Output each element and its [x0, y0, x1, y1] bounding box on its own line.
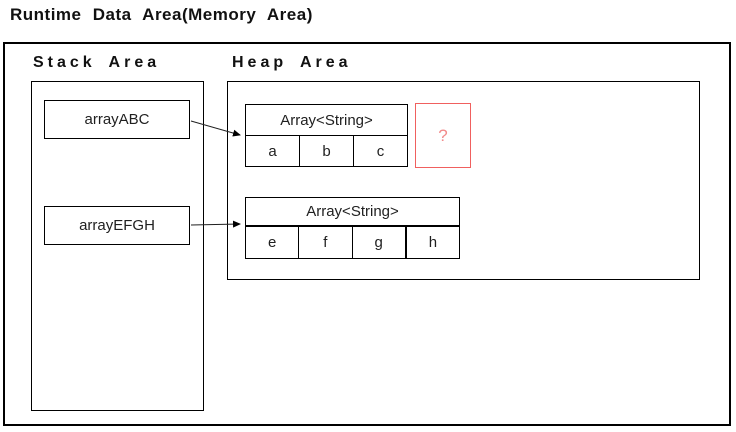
runtime-data-area-box [3, 42, 731, 426]
heap-area-label: Heap Area [232, 54, 352, 71]
heap-array-abc: Array<String> a b c [245, 104, 408, 167]
unknown-reference-box: ? [415, 103, 471, 168]
array-efgh-cell-0: e [267, 234, 277, 251]
stack-area-box [31, 81, 204, 411]
stack-area-label: Stack Area [33, 54, 161, 71]
array-efgh-cell-3: h [404, 227, 459, 258]
stack-variable-arrayEFGH: arrayEFGH [44, 206, 190, 245]
array-abc-cell-1: b [299, 136, 353, 166]
array-abc-type-header: Array<String> [246, 105, 407, 136]
array-efgh-cell-2: g [351, 227, 405, 258]
array-efgh-cell-1: f [298, 227, 351, 258]
array-abc-cell-0: a [268, 142, 277, 160]
array-efgh-cells: e f g h [246, 227, 459, 258]
array-abc-cells: a b c [246, 136, 407, 166]
diagram-title: Runtime Data Area(Memory Area) [10, 5, 313, 24]
array-efgh-type-header: Array<String> [246, 198, 459, 227]
array-abc-cell-2: c [353, 136, 407, 166]
stack-variable-arrayABC: arrayABC [44, 100, 190, 139]
heap-array-efgh: Array<String> e f g h [245, 197, 460, 259]
heap-area-box [227, 81, 700, 280]
question-mark-label: ? [438, 125, 448, 145]
